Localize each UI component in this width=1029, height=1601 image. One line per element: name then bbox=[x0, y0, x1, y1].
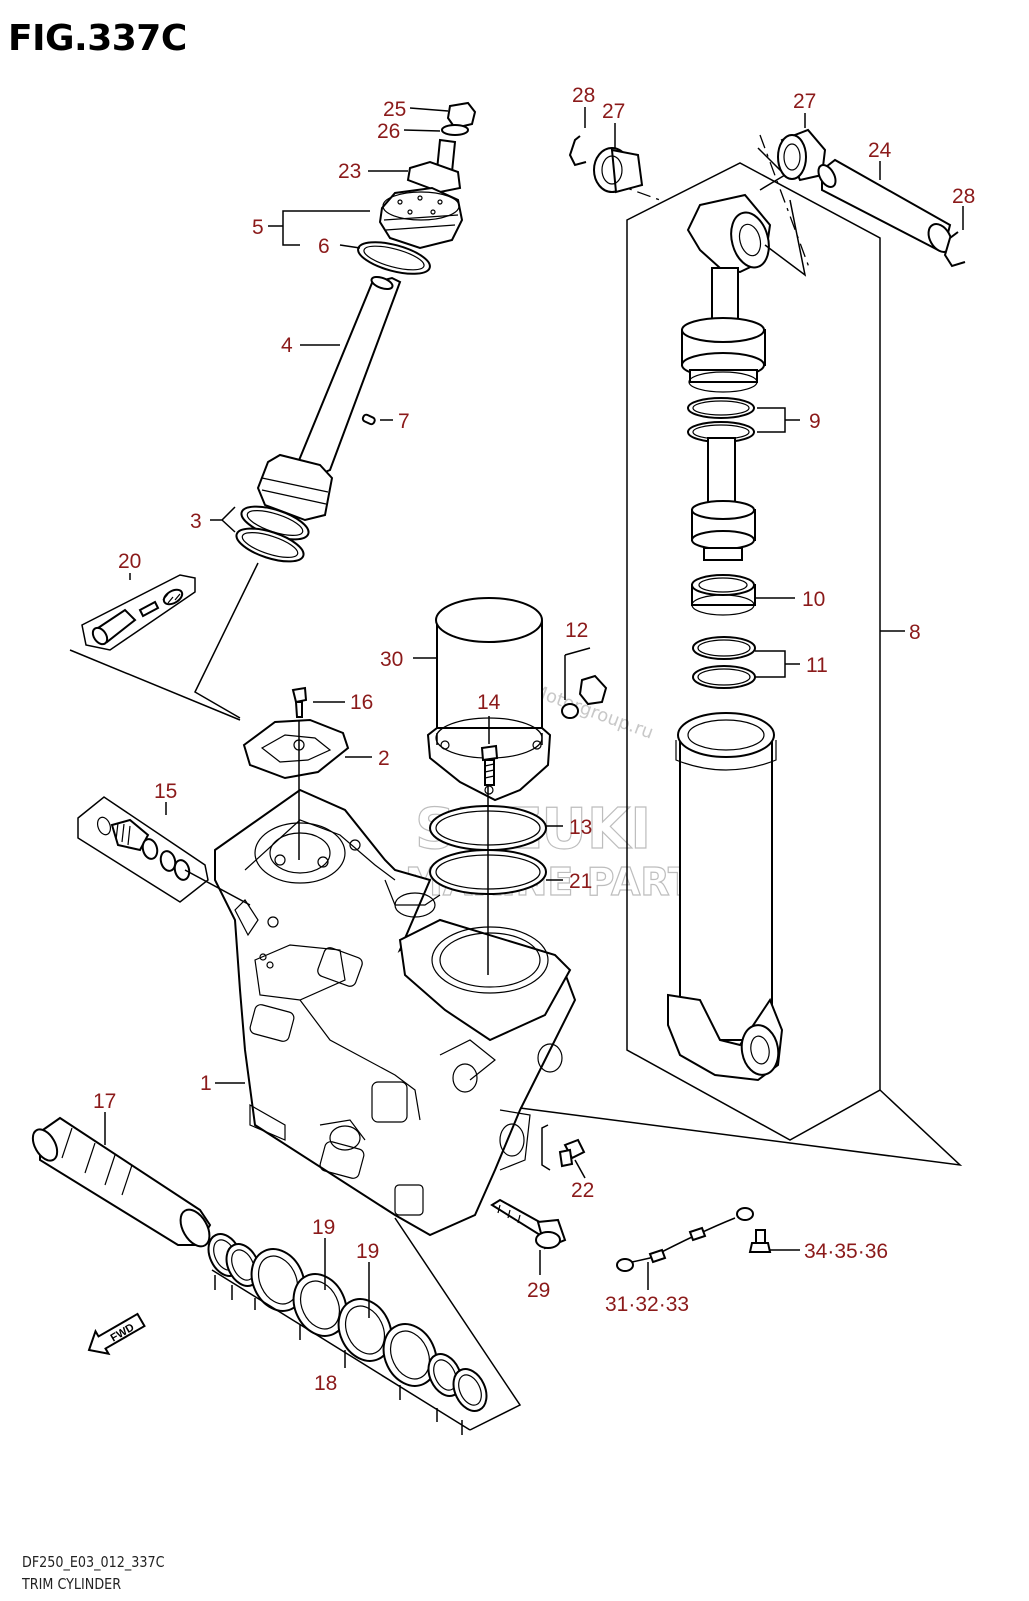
callout-11: 11 bbox=[806, 654, 828, 677]
callout-2: 2 bbox=[378, 747, 390, 770]
callout-10: 10 bbox=[802, 588, 825, 611]
callout-27-left: 27 bbox=[602, 100, 625, 123]
part-3-ring-b bbox=[235, 527, 305, 563]
part-16-screw bbox=[291, 686, 308, 718]
callout-19a: 19 bbox=[312, 1216, 335, 1239]
callout-21: 21 bbox=[569, 870, 592, 893]
part-5-cap bbox=[378, 186, 464, 250]
callout-22: 22 bbox=[571, 1179, 594, 1202]
part-1-cylinder-body bbox=[214, 788, 577, 1237]
callout-24: 24 bbox=[868, 139, 892, 162]
part-2-plate bbox=[242, 718, 350, 860]
part-27-bushing-left bbox=[593, 147, 644, 194]
callout-6: 6 bbox=[318, 235, 330, 258]
part-7-pin bbox=[361, 413, 376, 426]
part-12-plug bbox=[561, 647, 608, 719]
callout-18: 18 bbox=[314, 1372, 337, 1395]
callout-34-35-36: 34·35·36 bbox=[804, 1240, 888, 1263]
callout-9: 9 bbox=[809, 410, 821, 433]
part-25-nut bbox=[446, 101, 477, 130]
callout-4: 4 bbox=[281, 334, 293, 357]
part-15-valve-kit bbox=[77, 796, 251, 906]
left-piston-assembly bbox=[194, 101, 477, 719]
callout-31-32-33: 31·32·33 bbox=[605, 1293, 689, 1316]
callout-12: 12 bbox=[565, 619, 588, 642]
callout-8: 8 bbox=[909, 621, 921, 644]
part-24-pin bbox=[817, 158, 953, 253]
callouts: 25 26 23 5 6 4 7 3 20 16 2 15 17 1 19 19… bbox=[93, 84, 975, 1395]
figure-code: DF250_E03_012_337C bbox=[22, 1553, 165, 1571]
part-26-washer bbox=[441, 124, 469, 136]
callout-5: 5 bbox=[252, 216, 264, 239]
leader-lines bbox=[104, 107, 964, 1318]
figure-title: FIG.337C bbox=[8, 18, 187, 59]
callout-28-left: 28 bbox=[572, 84, 595, 107]
part-34-36-screw bbox=[748, 1229, 772, 1253]
callout-25: 25 bbox=[383, 98, 406, 121]
callout-27-right: 27 bbox=[793, 90, 816, 113]
part-22-bolt bbox=[519, 1089, 963, 1171]
callout-28-right: 28 bbox=[952, 185, 975, 208]
callout-7: 7 bbox=[398, 410, 410, 433]
fwd-arrow: FWD bbox=[87, 1312, 146, 1356]
part-30-reservoir bbox=[426, 597, 552, 802]
part-27-bushing-right bbox=[777, 128, 827, 182]
callout-17: 17 bbox=[93, 1090, 116, 1113]
callout-3: 3 bbox=[190, 510, 202, 533]
callout-26: 26 bbox=[377, 120, 400, 143]
figure-name: TRIM CYLINDER bbox=[22, 1575, 122, 1593]
callout-15: 15 bbox=[154, 780, 177, 803]
callout-19b: 19 bbox=[356, 1240, 379, 1263]
callout-30: 30 bbox=[380, 648, 403, 671]
callout-29: 29 bbox=[527, 1279, 550, 1302]
part-31-33-ground-wire bbox=[616, 1207, 754, 1272]
right-cylinder-assembly bbox=[609, 134, 881, 1141]
callout-14: 14 bbox=[477, 691, 501, 714]
part-4-tube bbox=[293, 276, 402, 480]
callout-16: 16 bbox=[350, 691, 373, 714]
part-18-19-seal-rings bbox=[207, 1217, 522, 1435]
callout-1: 1 bbox=[200, 1072, 212, 1095]
callout-13: 13 bbox=[569, 816, 592, 839]
callout-23: 23 bbox=[338, 160, 361, 183]
part-28-clip-left bbox=[568, 135, 587, 167]
fwd-label: FWD bbox=[109, 1321, 137, 1344]
callout-20: 20 bbox=[118, 550, 141, 573]
part-28-clip-right bbox=[943, 231, 966, 268]
part-20-valve-kit bbox=[69, 574, 241, 721]
part-14-bolt bbox=[480, 744, 499, 786]
part-17-shaft bbox=[31, 1116, 212, 1248]
part-29-bolt bbox=[490, 1198, 567, 1250]
